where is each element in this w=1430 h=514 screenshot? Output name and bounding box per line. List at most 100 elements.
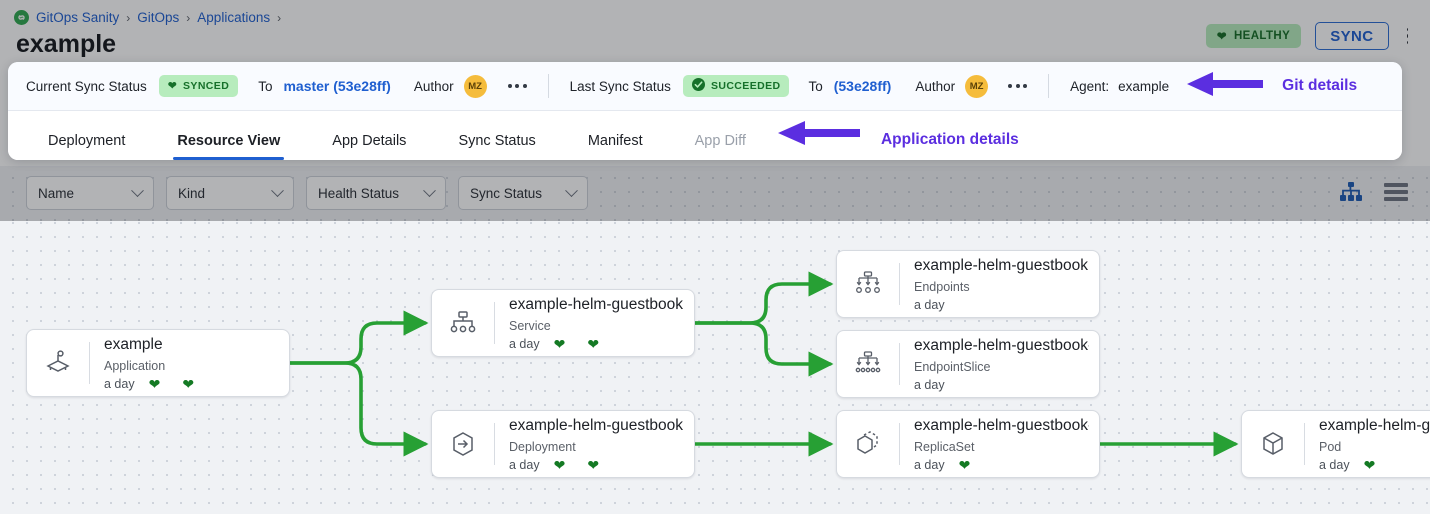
tab-app-details[interactable]: App Details bbox=[332, 133, 407, 149]
pod-icon bbox=[1242, 411, 1304, 477]
filter-dropdown-kind[interactable]: Kind bbox=[166, 176, 294, 210]
heart-icon: ❤ bbox=[148, 375, 161, 392]
node-kind: EndpointSlice bbox=[914, 359, 991, 374]
agent-value: example bbox=[1118, 78, 1170, 94]
heart-icon: ❤ bbox=[553, 456, 566, 473]
filter-label: Health Status bbox=[318, 185, 400, 201]
breadcrumb-item-0[interactable]: GitOps Sanity bbox=[36, 10, 120, 25]
current-revision-link[interactable]: master (53e28ff) bbox=[283, 78, 391, 94]
arrow-left-icon bbox=[1187, 71, 1264, 102]
divider bbox=[494, 302, 495, 344]
graph-node-pod[interactable]: example-helm-guestPoda day❤ bbox=[1241, 410, 1430, 478]
page-title: example bbox=[16, 30, 117, 58]
divider bbox=[1304, 423, 1305, 465]
current-sync-badge-label: SYNCED bbox=[183, 80, 230, 92]
avatar: MZ bbox=[463, 74, 487, 98]
tab-manifest[interactable]: Manifest bbox=[587, 133, 643, 149]
tree-view-icon[interactable] bbox=[1340, 182, 1362, 207]
application-icon bbox=[27, 330, 89, 396]
node-title: example bbox=[104, 335, 163, 353]
breadcrumb-item-1[interactable]: GitOps bbox=[137, 10, 180, 25]
divider bbox=[547, 74, 549, 98]
heart-icon: ❤ bbox=[553, 335, 566, 352]
node-title: example-helm-guest bbox=[1319, 416, 1430, 434]
heart-icon: ❤ bbox=[1363, 456, 1376, 473]
filter-bar: Name Kind Health Status Sync Status bbox=[0, 166, 1430, 221]
node-age: a day bbox=[914, 377, 945, 392]
git-details-annotation: Git details bbox=[1282, 77, 1358, 94]
more-horizontal-icon[interactable] bbox=[507, 84, 527, 88]
gitops-circle-icon bbox=[14, 10, 29, 25]
node-age: a day bbox=[104, 376, 135, 391]
node-age: a day bbox=[509, 336, 540, 351]
heart-icon: ❤ bbox=[167, 80, 178, 92]
node-title: example-helm-guestbook bbox=[509, 295, 684, 313]
current-author-label: Author bbox=[413, 78, 454, 94]
divider bbox=[899, 343, 900, 385]
endpoints-icon bbox=[837, 251, 899, 317]
tab-sync-status[interactable]: Sync Status bbox=[458, 133, 536, 149]
more-horizontal-icon[interactable] bbox=[1008, 84, 1028, 88]
node-kind: Pod bbox=[1319, 439, 1342, 454]
view-toggle-group[interactable] bbox=[1340, 182, 1408, 207]
node-title: example-helm-guestbook bbox=[914, 256, 1089, 274]
node-kind: Application bbox=[104, 358, 166, 373]
heart-icon: ❤ bbox=[587, 335, 600, 352]
arrow-left-icon bbox=[777, 120, 860, 151]
current-to-label: To bbox=[258, 78, 273, 94]
replicaset-icon bbox=[837, 411, 899, 477]
divider bbox=[494, 423, 495, 465]
tab-list: Deployment Resource View App Details Sync S… bbox=[22, 133, 772, 160]
divider bbox=[899, 423, 900, 465]
breadcrumb-separator: › bbox=[186, 10, 191, 25]
list-view-icon[interactable] bbox=[1384, 182, 1408, 207]
application-details-annotation: Application details bbox=[880, 131, 1019, 148]
heart-icon: ❤ bbox=[182, 375, 195, 392]
heart-icon: ❤ bbox=[958, 456, 971, 473]
breadcrumb[interactable]: GitOps Sanity › GitOps › Applications › bbox=[14, 10, 281, 25]
filter-label: Name bbox=[38, 185, 75, 201]
divider bbox=[899, 263, 900, 305]
divider bbox=[89, 342, 90, 384]
endpointslice-icon bbox=[837, 331, 899, 397]
current-sync-status-label: Current Sync Status bbox=[26, 78, 147, 94]
last-sync-badge-label: SUCCEEDED bbox=[710, 80, 781, 92]
tab-resource-view[interactable]: Resource View bbox=[173, 133, 285, 160]
deployment-icon bbox=[432, 411, 494, 477]
node-age: a day bbox=[914, 297, 945, 312]
tab-deployment[interactable]: Deployment bbox=[48, 133, 126, 149]
node-title: example-helm-guestbook-74… bbox=[914, 416, 1089, 434]
filter-dropdown-name[interactable]: Name bbox=[26, 176, 154, 210]
health-badge-label: HEALTHY bbox=[1233, 30, 1291, 42]
filter-dropdown-health-status[interactable]: Health Status bbox=[306, 176, 446, 210]
sync-button[interactable]: SYNC bbox=[1315, 22, 1389, 50]
check-circle-icon bbox=[691, 78, 705, 94]
status-badge-healthy: ❤ HEALTHY bbox=[1205, 24, 1302, 48]
node-age: a day bbox=[509, 457, 540, 472]
breadcrumb-item-2[interactable]: Applications bbox=[197, 10, 271, 25]
node-kind: ReplicaSet bbox=[914, 439, 975, 454]
avatar: MZ bbox=[965, 74, 989, 98]
tab-bar: Deployment Resource View App Details Sync S… bbox=[8, 111, 1402, 160]
node-kind: Endpoints bbox=[914, 279, 970, 294]
breadcrumb-separator: › bbox=[277, 10, 282, 25]
node-age: a day bbox=[914, 457, 945, 472]
last-author-label: Author bbox=[915, 78, 956, 94]
graph-node-replicaset[interactable]: example-helm-guestbook-74… ReplicaSet a da… bbox=[836, 410, 1100, 478]
graph-node-endpointslice[interactable]: example-helm-guestbook-ct…EndpointSlicea… bbox=[836, 330, 1100, 398]
last-sync-badge: SUCCEEDED bbox=[682, 75, 790, 97]
last-sync-status-label: Last Sync Status bbox=[569, 78, 671, 94]
filter-dropdowns: Name Kind Health Status Sync Status bbox=[26, 176, 588, 210]
last-revision-link[interactable]: (53e28ff) bbox=[833, 78, 892, 94]
filter-label: Kind bbox=[178, 185, 206, 201]
node-kind: Deployment bbox=[509, 439, 576, 454]
agent-label: Agent: bbox=[1070, 78, 1110, 94]
status-and-tabs-panel: Current Sync Status ❤ SYNCED To master (… bbox=[8, 62, 1402, 160]
filter-dropdown-sync-status[interactable]: Sync Status bbox=[458, 176, 588, 210]
header-right-filler bbox=[1408, 0, 1430, 166]
